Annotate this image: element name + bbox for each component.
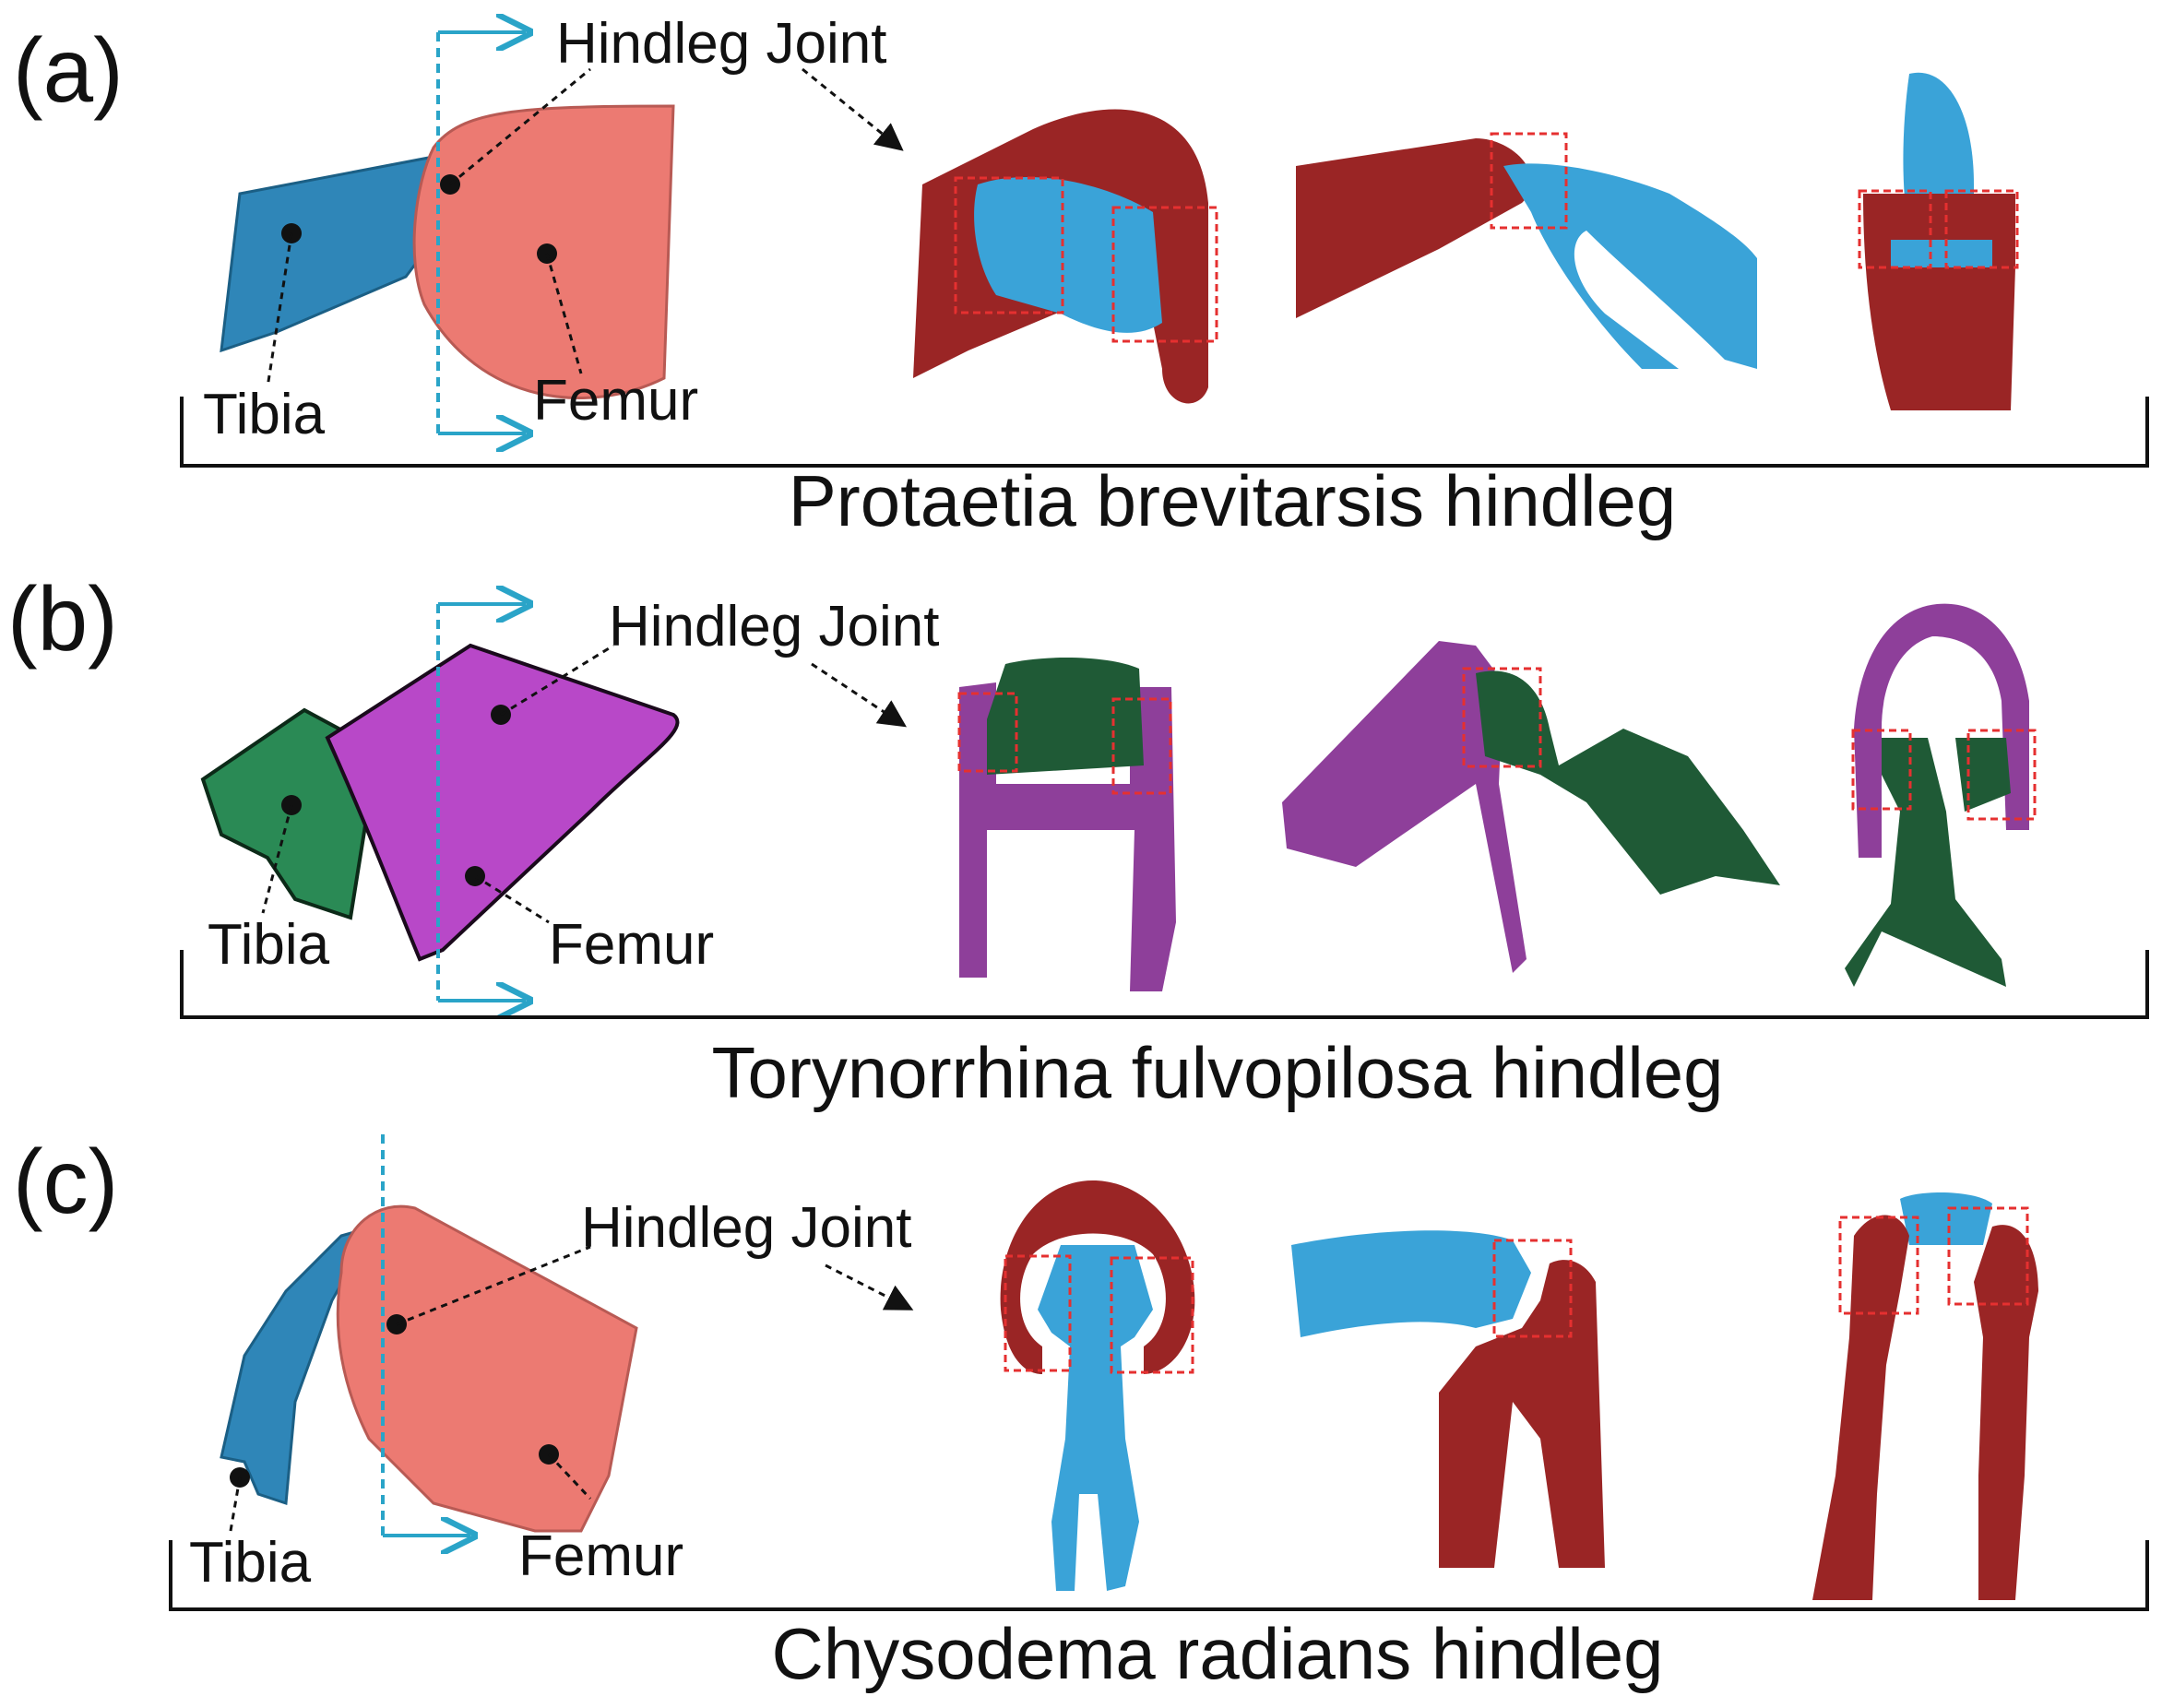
femur-leader-line [547,1453,592,1500]
cross-section-view-1 [957,658,1176,991]
roi-box [1858,189,1932,269]
joint-pointer-arrow [802,67,904,151]
leg-3d-model [200,643,680,962]
joint-leader-line [449,67,591,186]
tibia-label: Tibia [189,1531,312,1595]
roi-box [954,176,1064,314]
femur-leader-line [474,874,550,924]
tibia-leader-line [229,1477,242,1532]
roi-box [1492,1239,1573,1338]
hindleg-joint-label: Hindleg Joint [556,12,886,76]
panel-letter: (c) [13,1131,118,1232]
panel-letter: (a) [13,19,124,121]
femur-label: Femur [518,1524,683,1588]
panel-b: (b) Hindleg Joint Tibia Femur [7,568,2149,1113]
roi-box [1944,189,2019,269]
femur-3d-model [336,1204,638,1533]
tibia-3d-model [220,155,435,353]
panel-bracket [169,1540,2149,1611]
joint-leader-line [396,1245,591,1326]
roi-box [1004,1254,1072,1372]
cross-section-view-3 [1858,72,2019,410]
femur-label: Femur [533,369,698,433]
cross-section-view-2 [1282,641,1780,973]
roi-box [1947,1206,2029,1306]
hindleg-joint-label: Hindleg Joint [581,1196,911,1260]
tibia-3d-model [200,707,372,920]
joint-pointer-arrow [811,662,908,728]
species-caption: Torynorrhina fulvopilosa hindleg [712,1032,1724,1113]
panel-letter: (b) [7,568,118,670]
cross-section-view-1 [1000,1180,1195,1591]
leg-3d-model [220,1204,638,1533]
femur-3d-model [325,643,680,962]
roi-box [1966,729,2037,821]
hindleg-joint-label: Hindleg Joint [609,595,939,658]
femur-leader-line [545,253,583,374]
roi-box [1838,1216,1919,1315]
cross-section-view-3 [1812,1192,2038,1600]
species-caption: Protaetia brevitarsis hindleg [789,460,1677,541]
panel-c: (c) Hindleg Joint Tibia Femur [13,1131,2149,1694]
leg-3d-model [220,104,675,399]
roi-box [1111,206,1218,343]
femur-label: Femur [549,913,714,977]
tibia-leader-line [266,232,293,388]
roi-box [957,692,1018,773]
roi-box [1111,697,1172,795]
roi-box [1110,1256,1194,1374]
cross-section-view-2 [1296,132,1757,369]
cross-section-view-3 [1845,603,2037,987]
roi-box [1851,729,1912,811]
panel-a: (a) Hindleg Joint Tibia Femur [13,12,2149,541]
tibia-label: Tibia [208,913,330,977]
roi-box [1490,132,1568,230]
panel-bracket [180,397,2149,468]
species-caption: Chysodema radians hindleg [772,1613,1664,1694]
panel-bracket [180,950,2149,1019]
roi-box [1462,667,1542,768]
joint-pointer-arrow [825,1263,914,1311]
cross-section-view-1 [913,109,1218,404]
joint-leader-line [500,644,614,717]
cross-section-view-2 [1291,1230,1605,1568]
tibia-label: Tibia [203,383,326,446]
